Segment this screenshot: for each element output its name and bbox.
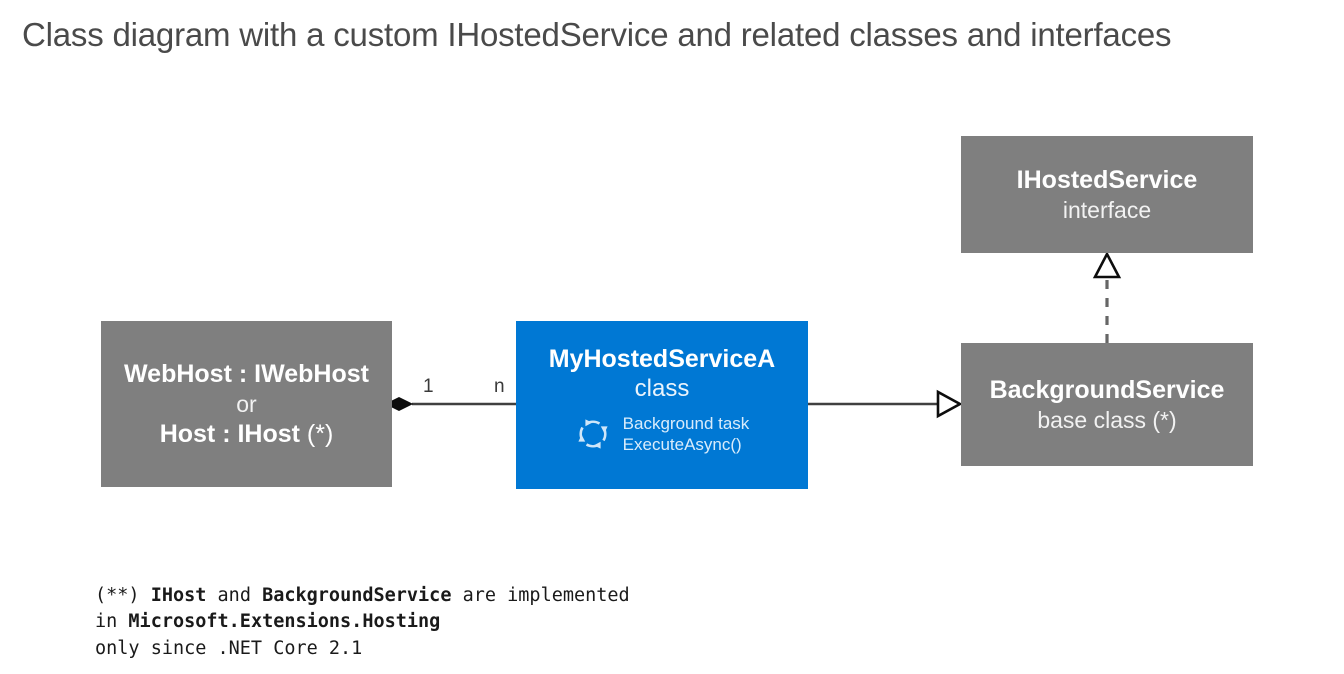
class-box-backgroundservice[interactable]: BackgroundService base class (*) xyxy=(961,343,1253,466)
webhost-title: WebHost : IWebHost xyxy=(124,360,369,389)
footnote-line1-prefix: (**) xyxy=(95,585,151,606)
page-title: Class diagram with a custom IHostedServi… xyxy=(22,16,1172,53)
connector-inheritance-backgroundservice xyxy=(808,389,963,419)
background-task-line1: Background task xyxy=(622,413,750,433)
webhost-alt-title-note: (*) xyxy=(306,419,334,448)
myhostedservicea-stereotype: class xyxy=(634,375,690,402)
ihostedservice-title: IHostedService xyxy=(1016,165,1198,194)
webhost-alt-title-text: Host : IHost xyxy=(159,419,300,448)
background-task-row: Background task ExecuteAsync() xyxy=(575,413,750,457)
footnote-namespace: Microsoft.Extensions.Hosting xyxy=(128,611,441,633)
multiplicity-label-one: 1 xyxy=(423,376,434,397)
backgroundservice-title: BackgroundService xyxy=(989,375,1225,404)
footnote-note: (**) IHost and BackgroundService are imp… xyxy=(95,583,630,662)
background-task-line2: ExecuteAsync() xyxy=(622,435,742,455)
background-task-text: Background task ExecuteAsync() xyxy=(623,413,750,457)
connector-realization-ihostedservice xyxy=(1092,251,1122,343)
multiplicity-label-n: n xyxy=(494,376,505,397)
footnote-line1-suffix: are implemented xyxy=(451,585,630,606)
hollow-triangle-realization-icon xyxy=(1092,251,1122,279)
background-task-cycle-icon xyxy=(578,419,608,449)
class-box-webhost[interactable]: WebHost : IWebHost or Host : IHost (*) xyxy=(101,321,392,487)
connector-composition-webhost xyxy=(384,396,516,412)
class-box-myhostedservicea[interactable]: MyHostedServiceA class Background task E… xyxy=(516,321,808,489)
webhost-or-label: or xyxy=(236,391,257,418)
myhostedservicea-title: MyHostedServiceA xyxy=(548,345,776,373)
class-box-ihostedservice[interactable]: IHostedService interface xyxy=(961,136,1253,253)
webhost-alt-title: Host : IHost (*) xyxy=(160,420,334,448)
footnote-ihost: IHost xyxy=(150,585,207,606)
ihostedservice-stereotype: interface xyxy=(1062,196,1152,223)
footnote-line3: only since .NET Core 2.1 xyxy=(95,637,363,659)
hollow-triangle-arrowhead-icon xyxy=(936,389,963,419)
backgroundservice-stereotype: base class (*) xyxy=(1037,406,1177,433)
footnote-line1-mid: and xyxy=(206,585,263,606)
footnote-backgroundservice: BackgroundService xyxy=(262,585,452,606)
footnote-line2-prefix: in xyxy=(95,611,129,633)
